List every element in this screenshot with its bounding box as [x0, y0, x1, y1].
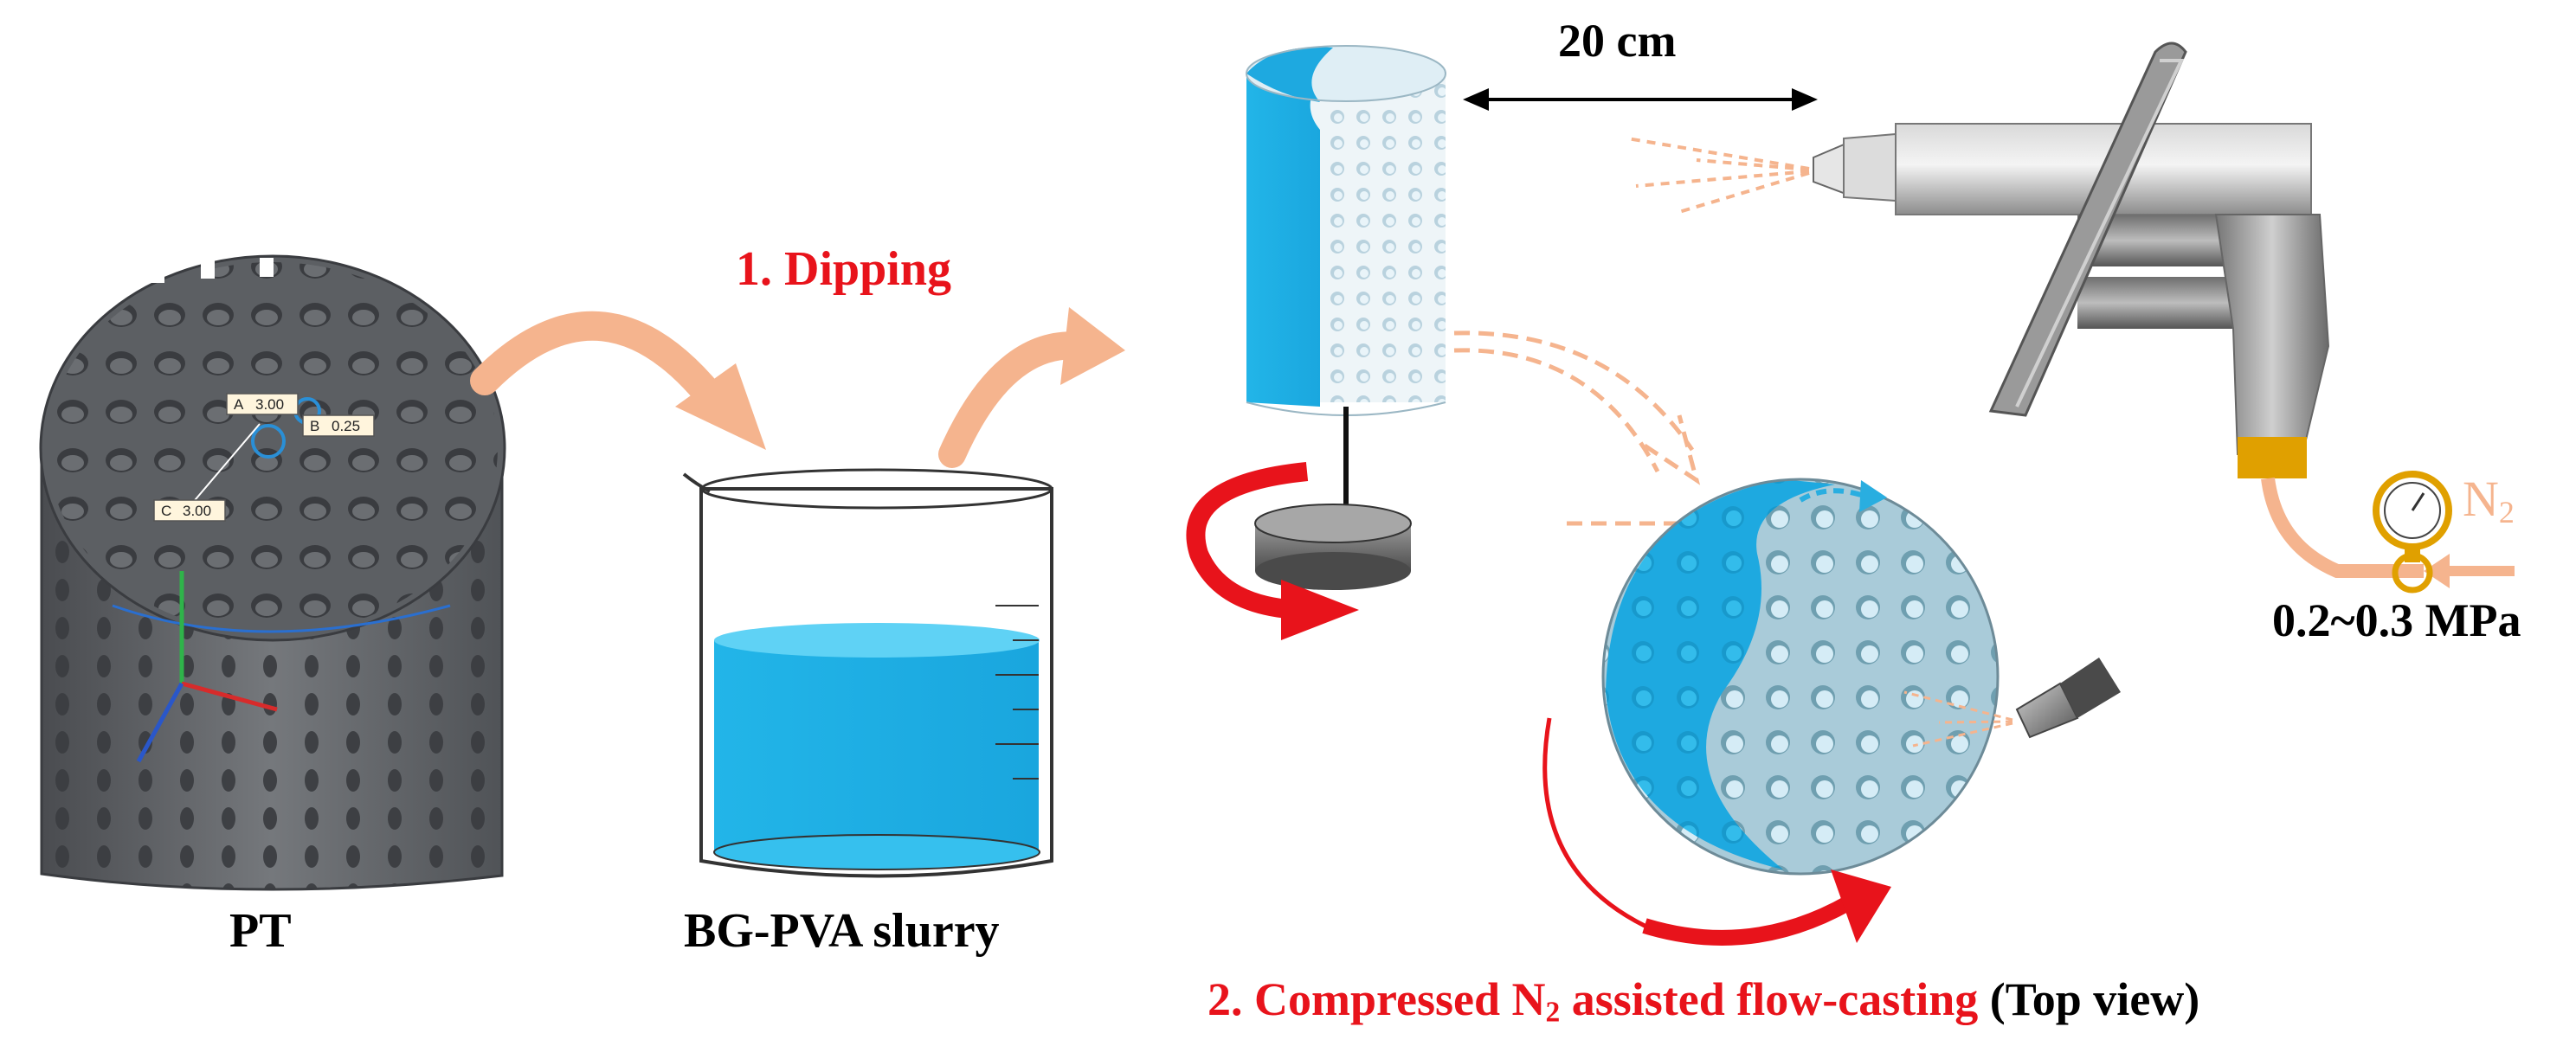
transfer-arrow-to-beaker	[470, 311, 766, 450]
coated-cylinder	[1246, 45, 1446, 416]
gas-label: N2	[2463, 471, 2515, 529]
svg-text:C: C	[161, 503, 171, 519]
rotation-arrow-small	[1799, 480, 1887, 512]
spray-mist	[1626, 137, 1810, 214]
pt-scaffold: A 3.00 B 0.25 C 3.00	[39, 254, 506, 891]
svg-text:A: A	[234, 396, 244, 413]
svg-text:3.00: 3.00	[255, 396, 284, 413]
step-2-label: 2. Compressed N2 assisted flow-casting (…	[1208, 973, 2200, 1029]
pt-label: PT	[229, 904, 292, 958]
rotation-arrow-top-view	[1542, 717, 1891, 946]
top-view-disk	[1601, 478, 2000, 876]
svg-text:B: B	[310, 418, 319, 434]
slurry-label: BG-PVA slurry	[684, 904, 1000, 958]
spin-stage	[1254, 407, 1412, 590]
nozzle-top-view	[1903, 658, 2121, 748]
distance-indicator	[1463, 88, 1818, 111]
beaker	[682, 468, 1053, 878]
distance-label: 20 cm	[1558, 15, 1677, 67]
svg-text:0.25: 0.25	[332, 418, 360, 434]
step-1-label: 1. Dipping	[736, 242, 951, 296]
pressure-label: 0.2~0.3 MPa	[2272, 594, 2521, 646]
spray-gun	[1813, 42, 2330, 478]
transfer-arrow-to-spinner	[938, 307, 1125, 468]
to-top-view-arrow	[1453, 330, 1718, 526]
svg-text:3.00: 3.00	[183, 503, 211, 519]
cad-dimension-c: C 3.00	[153, 499, 226, 522]
rotation-arrow-spinner	[1186, 462, 1359, 640]
n2-supply	[2261, 471, 2515, 594]
cad-dimension-b: B 0.25	[302, 414, 375, 437]
cad-dimension-a: A 3.00	[226, 393, 299, 415]
